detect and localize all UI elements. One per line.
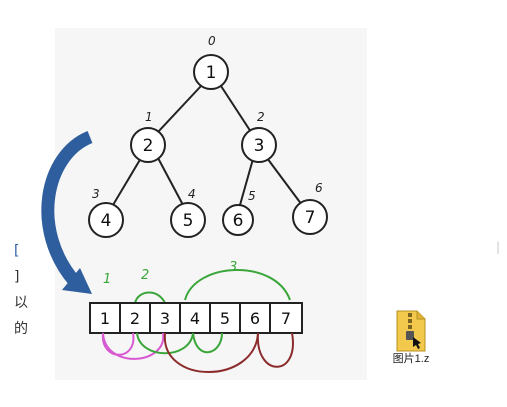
tree-node-6 xyxy=(292,199,328,235)
array-cell: 5 xyxy=(220,309,230,328)
green-arc xyxy=(192,332,223,354)
text-fragment: [ xyxy=(14,243,20,259)
array-cell: 6 xyxy=(250,309,260,328)
darkred-arc xyxy=(163,332,259,373)
tree-node-4 xyxy=(170,202,206,238)
array-cell: 2 xyxy=(130,309,140,328)
array-group-label: 3 xyxy=(229,260,237,275)
array-group-label: 2 xyxy=(141,268,149,283)
tree-node-value: 1 xyxy=(206,63,217,83)
tree-index-label: 5 xyxy=(248,189,256,203)
tree-node-value: 4 xyxy=(101,211,112,231)
pink-arc xyxy=(102,332,165,360)
tree-edges xyxy=(112,85,303,206)
tree-node-2 xyxy=(241,127,277,163)
green-arc xyxy=(136,332,194,355)
array-cell: 4 xyxy=(190,309,200,328)
array-group-label: 1 xyxy=(103,272,111,287)
tree-index-label: 3 xyxy=(92,187,100,201)
tree-index-label: 4 xyxy=(188,187,196,201)
left-text-fragment: [ ] 以 的 xyxy=(14,238,34,342)
tree-index-label: 2 xyxy=(257,110,265,124)
tree-index-label: 0 xyxy=(208,34,216,48)
green-arcs xyxy=(134,269,291,304)
arrow-head-icon xyxy=(62,268,92,294)
tree-node-3 xyxy=(88,202,124,238)
array-cell: 7 xyxy=(281,309,291,328)
array-cell: 3 xyxy=(160,309,170,328)
tree-index-label: 1 xyxy=(145,110,153,124)
array-row xyxy=(89,302,303,334)
tree-node-value: 3 xyxy=(254,136,265,156)
tree-node-5 xyxy=(222,204,254,236)
tree-node-1 xyxy=(130,127,166,163)
pink-arc xyxy=(101,332,135,356)
text-fragment: ] xyxy=(14,269,20,285)
array-cell: 1 xyxy=(100,309,110,328)
darkred-arc xyxy=(256,332,294,368)
tree-node-value: 5 xyxy=(183,211,194,231)
curved-arrow-icon xyxy=(41,130,93,287)
file-name-label[interactable]: 图片1.z xyxy=(392,353,430,365)
tree-index-label: 6 xyxy=(315,181,323,195)
text-fragment: 以 xyxy=(14,295,28,311)
tree-node-value: 7 xyxy=(305,208,316,228)
tree-node-0 xyxy=(193,54,229,90)
edge-mark: | xyxy=(496,240,501,254)
tree-node-value: 6 xyxy=(233,211,244,231)
zip-archive-icon[interactable] xyxy=(391,309,429,353)
tree-node-value: 2 xyxy=(143,136,154,156)
text-fragment: 的 xyxy=(14,321,28,337)
